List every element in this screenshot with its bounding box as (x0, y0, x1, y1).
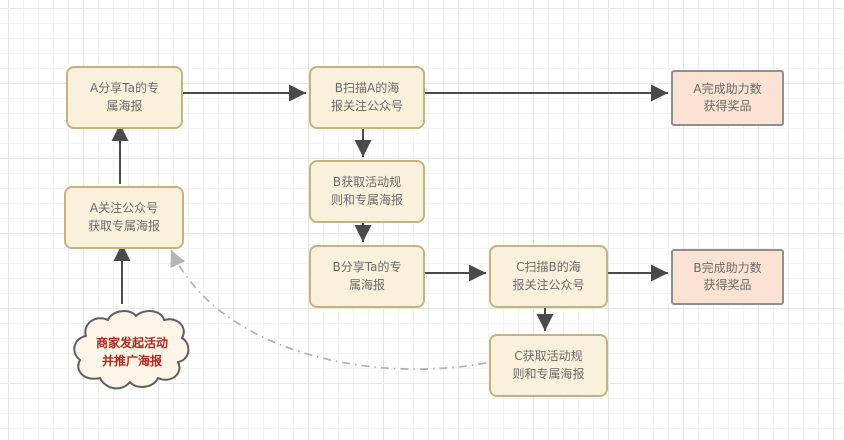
node-b-reward[interactable]: B完成助力数 获得奖品 (671, 249, 784, 305)
node-a-follow-account[interactable]: A关注公众号 获取专属海报 (64, 186, 184, 249)
cloud-label: 商家发起活动 并推广海报 (95, 336, 168, 368)
node-b-share-poster[interactable]: B分享Ta的专 属海报 (309, 245, 425, 308)
node-c-get-rules[interactable]: C获取活动规 则和专属海报 (489, 334, 608, 397)
node-a-share-poster[interactable]: A分享Ta的专 属海报 (66, 66, 183, 129)
node-c-scan-b-poster[interactable]: C扫描B的海 报关注公众号 (489, 245, 608, 308)
edge-c-rules-to-a-follow-dashed[interactable] (170, 249, 487, 371)
node-b-scan-a-poster[interactable]: B扫描A的海 报关注公众号 (309, 66, 425, 129)
cloud-shape (73, 310, 190, 390)
node-a-reward[interactable]: A完成助力数 获得奖品 (671, 70, 784, 126)
node-b-get-rules[interactable]: B获取活动规 则和专属海报 (309, 160, 425, 223)
node-merchant-launch[interactable]: 商家发起活动 并推广海报 (70, 306, 194, 398)
